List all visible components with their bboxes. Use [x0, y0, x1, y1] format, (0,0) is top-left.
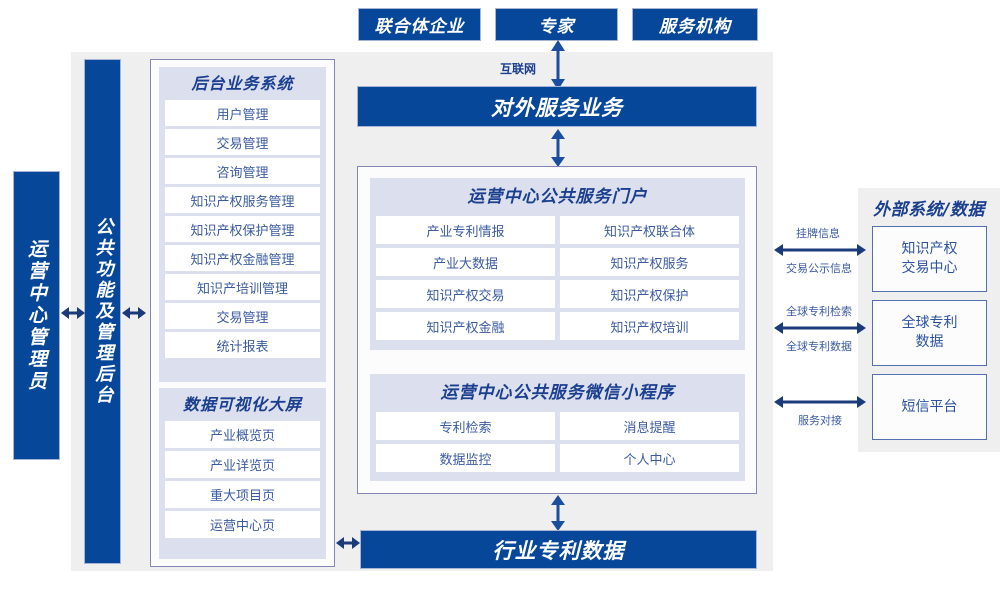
backend-to-industrydata-arrow — [336, 537, 360, 549]
data-visual-group: 数据可视化大屏 产业概览页 产业详览页 重大项目页 运营中心页 — [159, 388, 326, 559]
external-card-line1: 全球专利 — [901, 315, 958, 332]
portal-title: 运营中心公共服务门户 — [467, 187, 648, 207]
top-actor-label: 联合体企业 — [374, 17, 465, 37]
external-card-line1: 知识产权 — [901, 241, 958, 258]
external-card-ip-exchange[interactable]: 知识产权 交易中心 — [872, 226, 987, 292]
backend-system-item[interactable]: 知识产权服务管理 — [165, 187, 320, 213]
portal-item[interactable]: 知识产权保护 — [560, 280, 739, 308]
top-actor-lianheti[interactable]: 联合体企业 — [358, 8, 481, 41]
left-bar-operator[interactable]: 运营中心管理员 — [13, 171, 60, 460]
top-actor-expert[interactable]: 专家 — [495, 8, 618, 41]
external-connector-arrow-3 — [774, 396, 866, 408]
data-visual-item[interactable]: 产业概览页 — [165, 421, 320, 448]
data-visual-title: 数据可视化大屏 — [182, 395, 302, 414]
data-visual-item[interactable]: 产业详览页 — [165, 451, 320, 478]
portal-item[interactable]: 知识产权金融 — [376, 312, 555, 340]
miniprogram-item[interactable]: 消息提醒 — [560, 412, 739, 440]
portal-item[interactable]: 产业大数据 — [376, 248, 555, 276]
miniprogram-item[interactable]: 专利检索 — [376, 412, 555, 440]
connector-label-below-2: 全球专利数据 — [786, 340, 852, 353]
industry-patent-data-bar[interactable]: 行业专利数据 — [360, 530, 757, 569]
backend-system-item[interactable]: 统计报表 — [165, 332, 320, 358]
connector-label-below-3: 服务对接 — [798, 414, 842, 427]
external-card-line2: 交易中心 — [901, 260, 958, 276]
portal-grid: 产业专利情报 知识产权联合体 产业大数据 知识产权服务 知识产权交易 知识产权保… — [376, 216, 739, 340]
top-actor-label: 服务机构 — [659, 17, 731, 37]
portal-item[interactable]: 知识产权培训 — [560, 312, 739, 340]
data-visual-item[interactable]: 重大项目页 — [165, 481, 320, 508]
external-connector-arrow-2 — [774, 322, 866, 334]
backend-system-title: 后台业务系统 — [191, 74, 294, 93]
miniprogram-group: 运营中心公共服务微信小程序 专利检索 消息提醒 数据监控 个人中心 — [370, 374, 745, 481]
backend-system-list: 用户管理 交易管理 咨询管理 知识产权服务管理 知识产权保护管理 知识产权金融管… — [165, 100, 320, 358]
backend-system-item[interactable]: 交易管理 — [165, 303, 320, 329]
external-service-bar[interactable]: 对外服务业务 — [357, 86, 757, 127]
miniprogram-grid: 专利检索 消息提醒 数据监控 个人中心 — [376, 412, 739, 472]
internet-label: 互联网 — [488, 60, 548, 77]
external-card-line2: 数据 — [915, 334, 944, 350]
external-card-global-patent[interactable]: 全球专利 数据 — [872, 300, 987, 366]
top-actor-service-org[interactable]: 服务机构 — [632, 8, 758, 41]
connector-label-below-1: 交易公示信息 — [786, 262, 852, 275]
data-visual-item[interactable]: 运营中心页 — [165, 511, 320, 538]
connector-label-above-1: 挂牌信息 — [796, 227, 840, 240]
miniprogram-title: 运营中心公共服务微信小程序 — [440, 383, 675, 403]
backend-system-group: 后台业务系统 用户管理 交易管理 咨询管理 知识产权服务管理 知识产权保护管理 … — [159, 67, 326, 382]
connector-label-above-2: 全球专利检索 — [786, 305, 852, 318]
external-card-sms-platform[interactable]: 短信平台 — [872, 374, 987, 440]
portal-item[interactable]: 知识产权联合体 — [560, 216, 739, 244]
backend-system-item[interactable]: 知识产权金融管理 — [165, 245, 320, 271]
external-connector-arrow-1 — [774, 244, 866, 256]
operator-to-common-arrow — [61, 307, 85, 319]
backend-system-item[interactable]: 交易管理 — [165, 129, 320, 155]
internet-label-text: 互联网 — [499, 62, 536, 76]
external-card-line1: 短信平台 — [901, 398, 958, 415]
portal-item[interactable]: 知识产权服务 — [560, 248, 739, 276]
miniprogram-item[interactable]: 个人中心 — [560, 444, 739, 472]
portal-item[interactable]: 产业专利情报 — [376, 216, 555, 244]
backend-system-item[interactable]: 知识产培训管理 — [165, 274, 320, 300]
backend-system-item[interactable]: 知识产权保护管理 — [165, 216, 320, 242]
backend-system-item[interactable]: 咨询管理 — [165, 158, 320, 184]
industry-patent-data-label: 行业专利数据 — [492, 538, 625, 563]
portal-item[interactable]: 知识产权交易 — [376, 280, 555, 308]
center-to-industrydata-arrow — [551, 495, 565, 531]
external-service-label: 对外服务业务 — [491, 95, 623, 120]
left-bar-label: 运营中心管理员 — [25, 238, 47, 393]
external-title: 外部系统/数据 — [873, 200, 985, 220]
portal-group: 运营中心公共服务门户 产业专利情报 知识产权联合体 产业大数据 知识产权服务 知… — [370, 178, 745, 350]
internet-arrow — [551, 40, 565, 90]
left-bar-label: 公共功能及管理后台 — [92, 217, 114, 406]
top-actor-label: 专家 — [538, 17, 575, 37]
common-to-backend-arrow — [122, 307, 146, 319]
data-visual-list: 产业概览页 产业详览页 重大项目页 运营中心页 — [165, 421, 320, 538]
backend-system-item[interactable]: 用户管理 — [165, 100, 320, 126]
service-to-portal-arrow — [551, 129, 565, 167]
miniprogram-item[interactable]: 数据监控 — [376, 444, 555, 472]
left-bar-common-functions[interactable]: 公共功能及管理后台 — [84, 59, 121, 564]
